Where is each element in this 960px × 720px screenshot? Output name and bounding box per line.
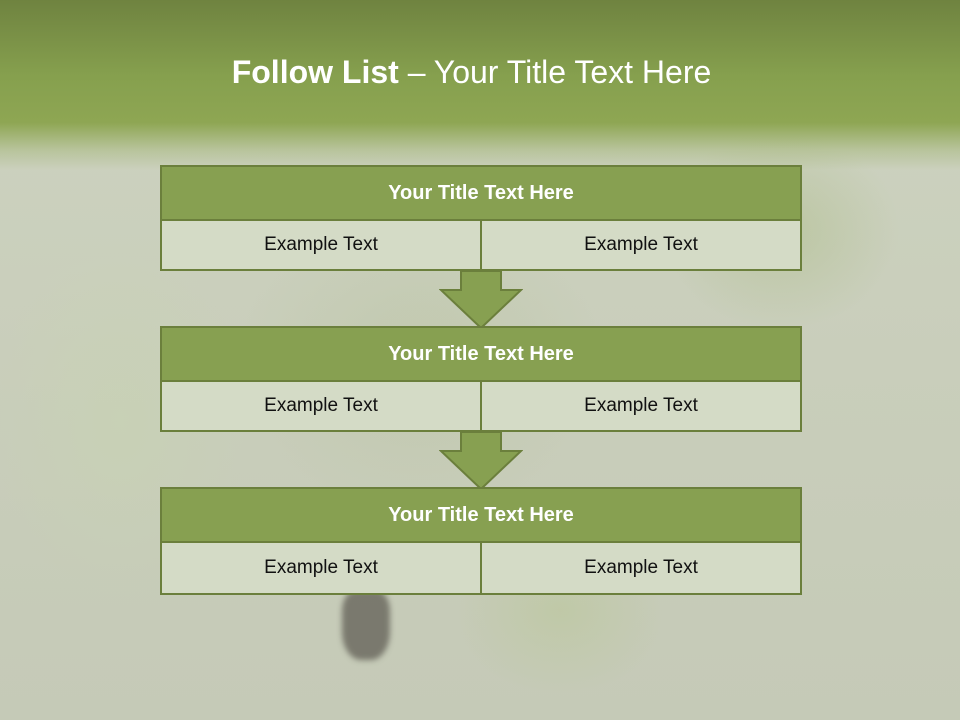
block-cell-right: Example Text — [482, 543, 802, 595]
slide-title-rest: – Your Title Text Here — [398, 54, 712, 90]
block-title: Your Title Text Here — [160, 487, 802, 543]
down-arrow-icon — [439, 431, 523, 491]
block-cell-right: Example Text — [482, 221, 802, 271]
follow-block-3: Your Title Text Here Example Text Exampl… — [160, 487, 802, 595]
block-row: Example Text Example Text — [160, 543, 802, 595]
header-band: Follow List – Your Title Text Here — [0, 0, 960, 170]
follow-block-2: Your Title Text Here Example Text Exampl… — [160, 326, 802, 432]
down-arrow-icon — [439, 270, 523, 330]
block-cell-right: Example Text — [482, 382, 802, 432]
block-title: Your Title Text Here — [160, 165, 802, 221]
block-title: Your Title Text Here — [160, 326, 802, 382]
block-cell-left: Example Text — [160, 543, 482, 595]
slide-title-strong: Follow List — [231, 54, 399, 90]
background-moth-shape — [342, 590, 390, 660]
block-row: Example Text Example Text — [160, 382, 802, 432]
block-cell-left: Example Text — [160, 382, 482, 432]
block-cell-left: Example Text — [160, 221, 482, 271]
block-row: Example Text Example Text — [160, 221, 802, 271]
slide-title: Follow List – Your Title Text Here — [0, 54, 943, 91]
follow-block-1: Your Title Text Here Example Text Exampl… — [160, 165, 802, 271]
